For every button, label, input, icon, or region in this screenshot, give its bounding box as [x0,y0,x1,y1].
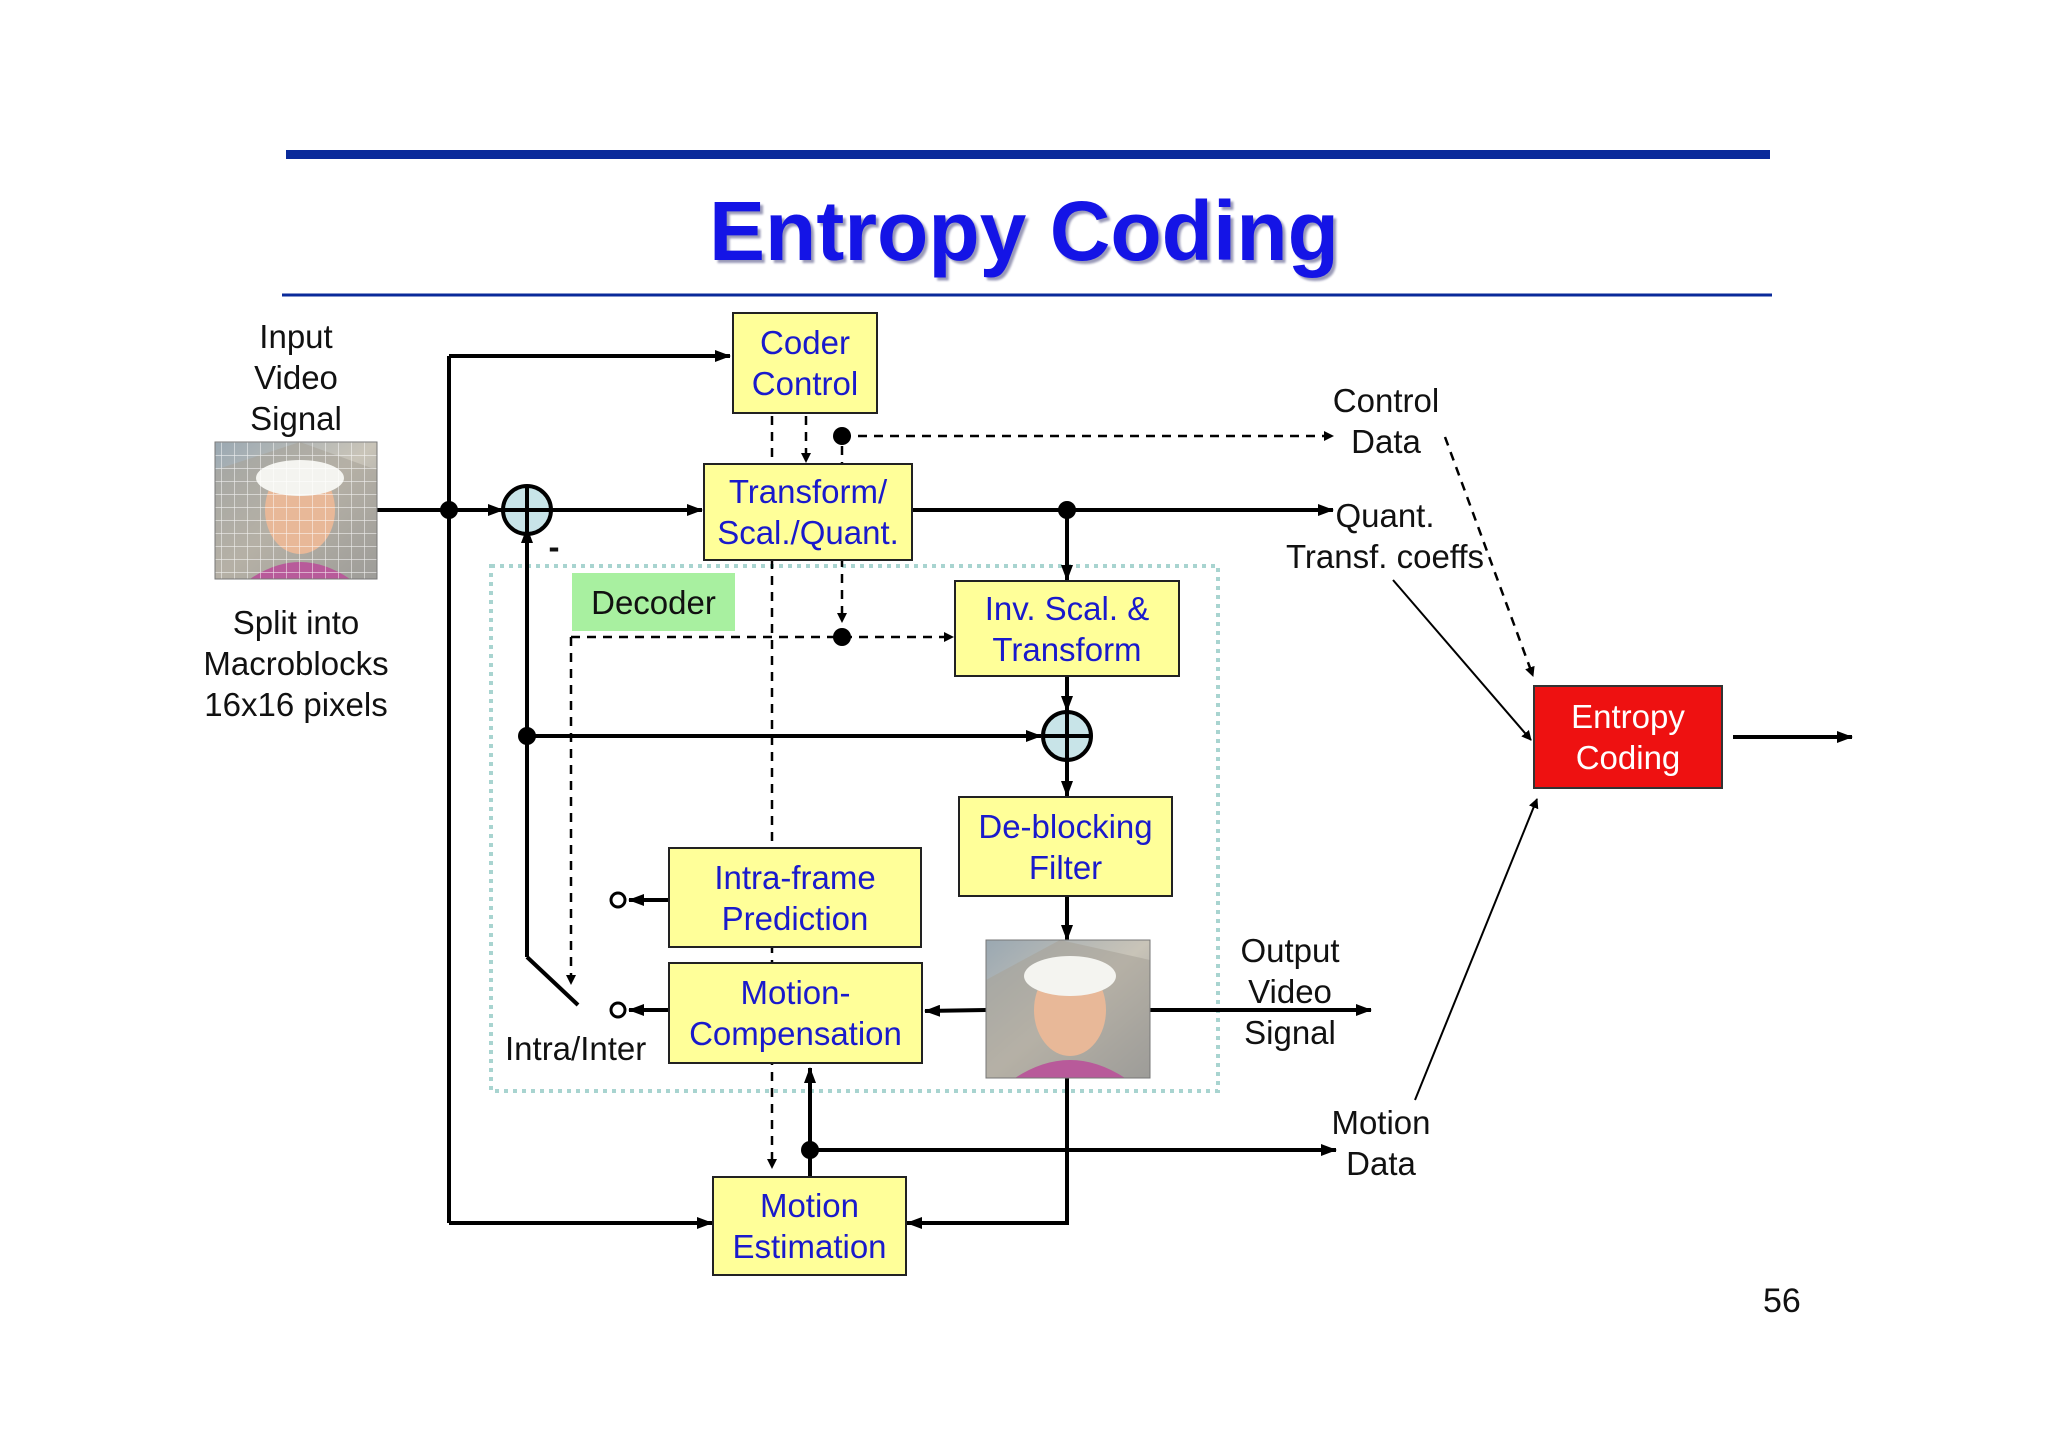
quant-coeffs-label: Quant. Transf. coeffs [1285,497,1485,575]
motion-compensation-block: Motion- Compensation [668,962,923,1064]
motion-estimation-block: Motion Estimation [712,1176,907,1276]
top-rule [286,150,1770,159]
switch-contact-inter [609,1001,627,1019]
intra-prediction-block: Intra-frame Prediction [668,847,922,948]
page-title: Entropy Coding [709,184,1339,278]
entropy-coding-block: Entropy Coding [1533,685,1723,789]
control-data-label: Control Data [1332,382,1440,460]
motion-data-label: Motion Data [1331,1104,1431,1182]
decoder-region [489,564,1220,1093]
inv-scal-transform-block: Inv. Scal. & Transform [954,580,1180,677]
intra-inter-label: Intra/Inter [505,1030,647,1067]
decoder-label-block: Decoder [572,573,735,631]
macroblocks-label: Split into Macroblocks 16x16 pixels [203,604,389,723]
switch-contact-intra [609,891,627,909]
adder-input [501,484,553,536]
output-video-label: Output Video Signal [1240,932,1340,1051]
output-frame-image [985,939,1151,1079]
page-number: 56 [1763,1282,1801,1320]
adder-reconstruction [1041,710,1093,762]
input-frame-image [214,441,378,580]
subtract-sign: - [548,528,560,565]
input-video-label: Input Video Signal [250,318,342,437]
transform-quant-block: Transform/ Scal./Quant. [703,463,913,561]
coder-control-block: Coder Control [732,312,878,414]
deblocking-filter-block: De-blocking Filter [958,796,1173,897]
